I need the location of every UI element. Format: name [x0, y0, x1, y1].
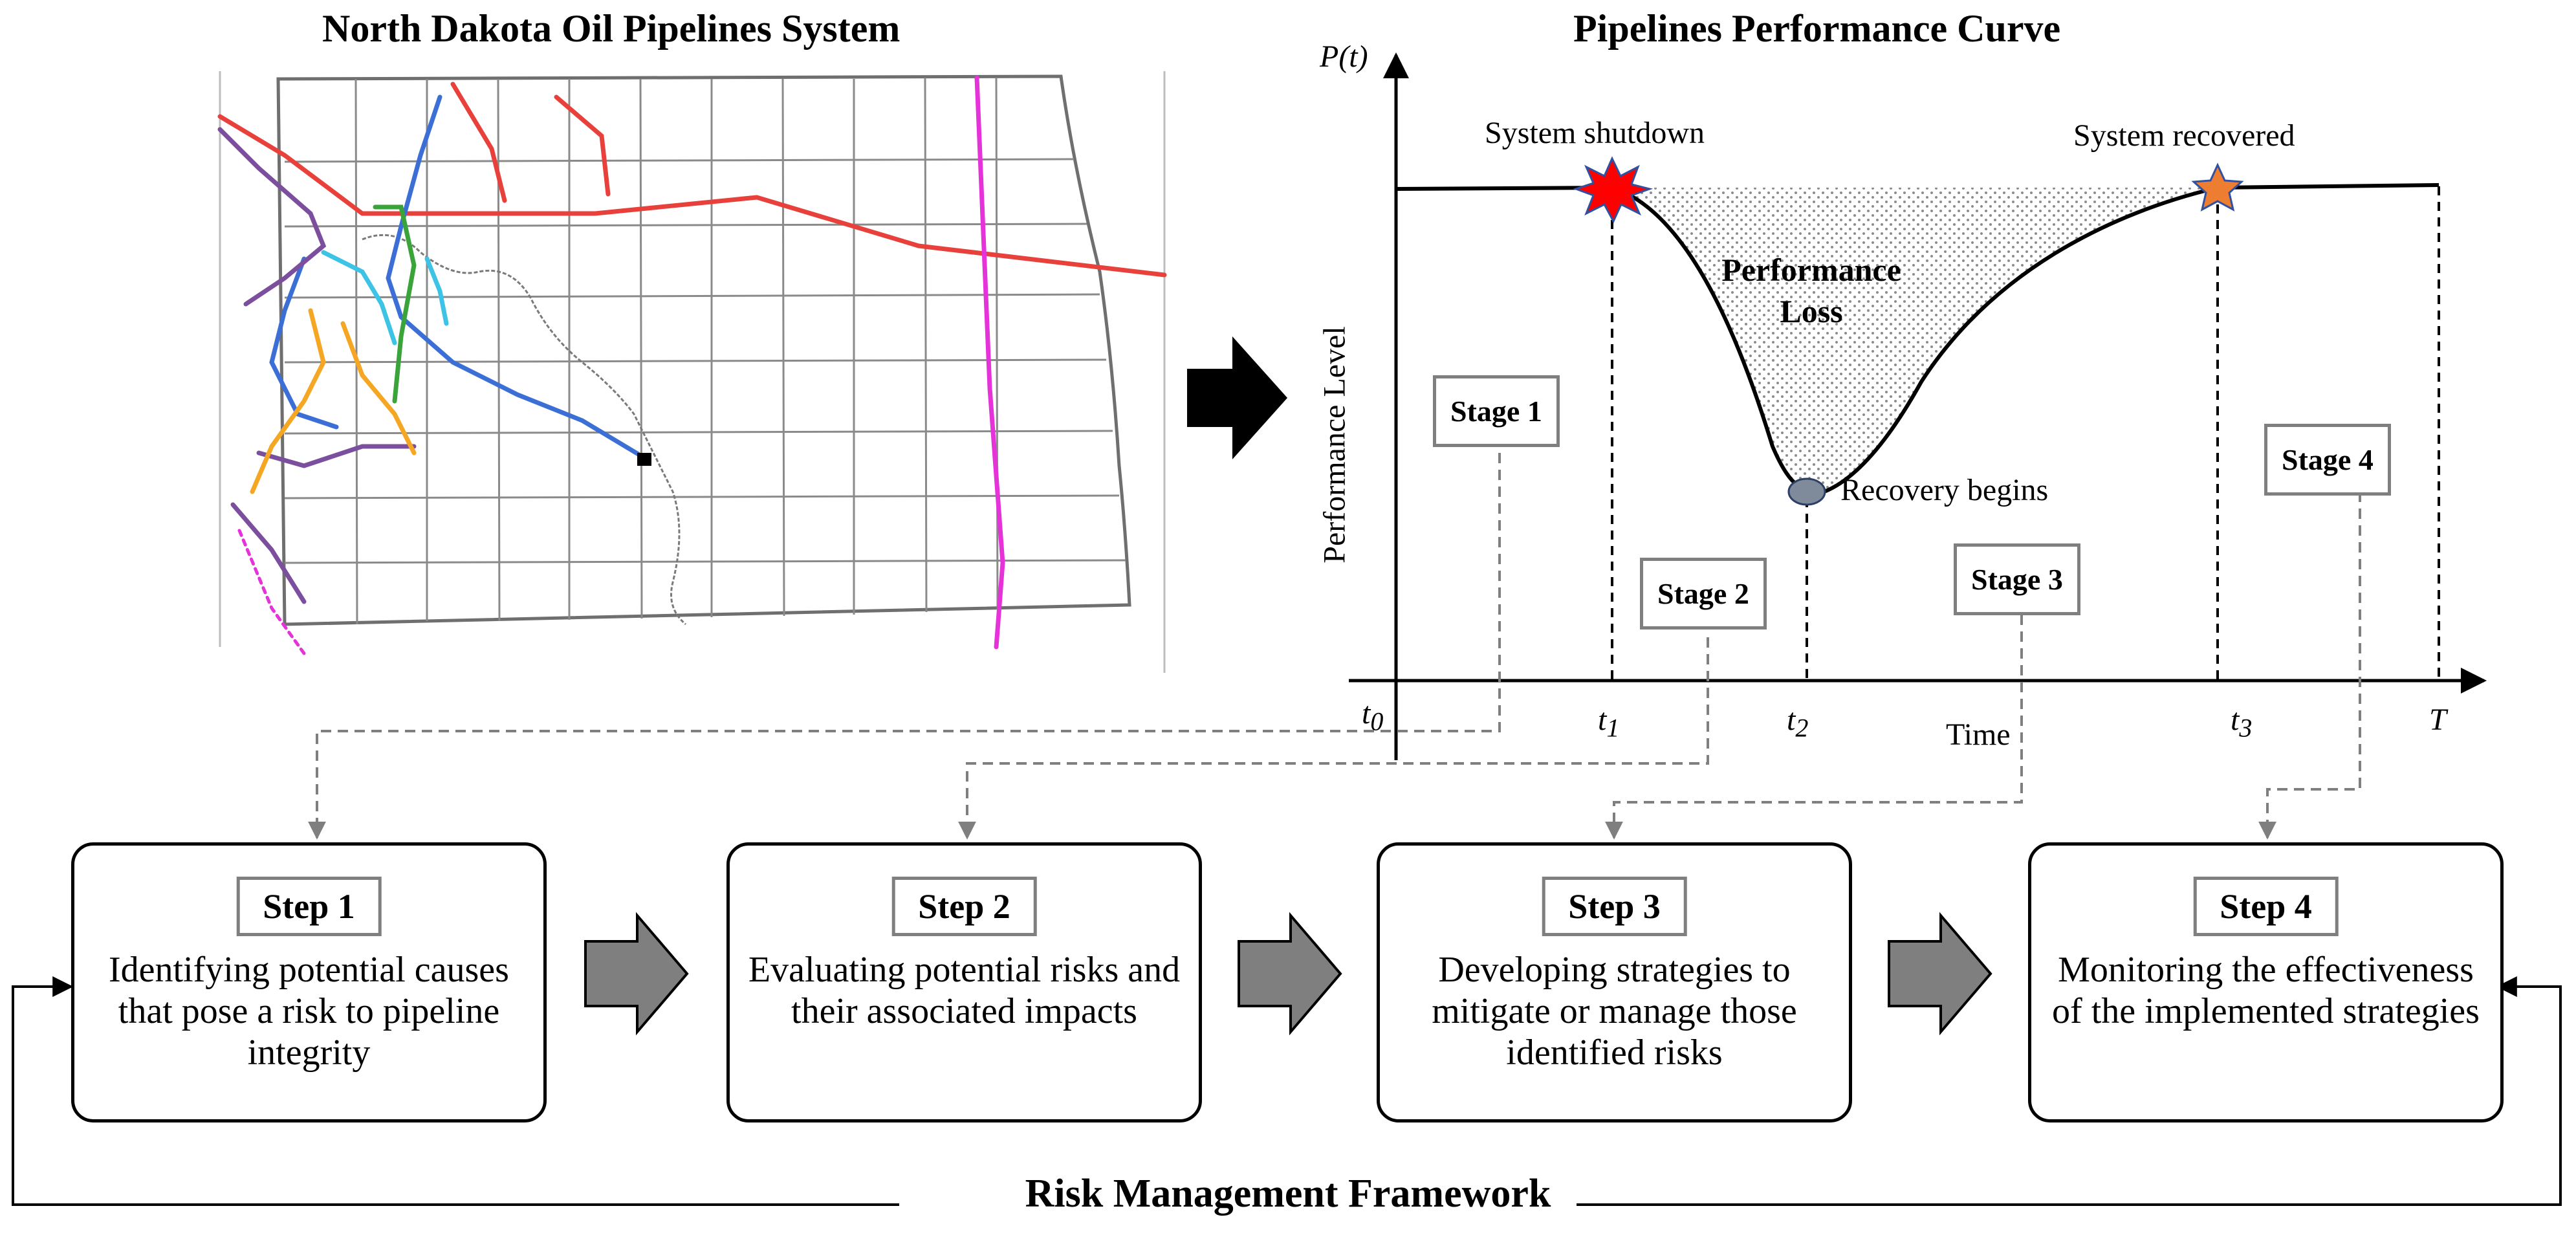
stage-2-box: Stage 2 [1640, 558, 1767, 629]
north-dakota-map [217, 71, 1167, 673]
framework-title-wrap: Risk Management Framework [0, 1171, 2576, 1217]
framework-title: Risk Management Framework [999, 1172, 1577, 1216]
framework-loop [12, 976, 2562, 1206]
pipeline-orange [250, 308, 326, 494]
pipeline-blue [386, 94, 649, 462]
shutdown-burst-icon [1573, 156, 1654, 224]
step3-to-step4-arrow [1888, 912, 1992, 1036]
step-2-description: Evaluating potential risks and their ass… [748, 950, 1181, 1031]
stage-1-box: Stage 1 [1433, 375, 1560, 447]
pipeline-purple-sw [230, 502, 307, 604]
performance-curve-chart [308, 52, 2487, 840]
tick-T: T [2429, 703, 2447, 737]
tick-t2: t2 [1787, 703, 1809, 743]
step-2-label: Step 2 [891, 877, 1037, 936]
curve-title: Pipelines Performance Curve [1573, 7, 2061, 50]
y-axis-label: Performance Level [1317, 326, 1352, 564]
terminal-marker [637, 453, 651, 466]
pipeline-green [373, 204, 417, 404]
step-1-label: Step 1 [236, 877, 382, 936]
recovered-annotation: System recovered [2073, 118, 2295, 153]
stage-4-box: Stage 4 [2264, 424, 2391, 496]
step-4-box: Step 4 Monitoring the effectiveness of t… [2028, 842, 2504, 1122]
pipeline-cyan [321, 250, 397, 345]
recovered-star-icon [2191, 162, 2244, 212]
tick-t1: t1 [1598, 703, 1620, 743]
pipeline-red [217, 114, 1167, 278]
step2-to-step3-arrow [1238, 912, 1342, 1036]
step-1-box: Step 1 Identifying potential causes that… [71, 842, 547, 1122]
map-title: North Dakota Oil Pipelines System [322, 7, 901, 50]
step-3-label: Step 3 [1542, 877, 1687, 936]
step1-to-step2-arrow [584, 912, 689, 1036]
pipeline-red-ne [554, 94, 611, 197]
shutdown-annotation: System shutdown [1485, 116, 1705, 150]
step-3-description: Developing strategies to mitigate or man… [1432, 950, 1797, 1073]
stage-leader-lines [308, 453, 2361, 840]
tick-t3: t3 [2231, 703, 2253, 743]
x-axis-label: Time [1946, 717, 2011, 752]
pipeline-purple [217, 127, 327, 307]
performance-loss-area [1612, 188, 2218, 492]
pipeline-orange-2 [340, 321, 417, 455]
step-4-description: Monitoring the effectiveness of the impl… [2052, 950, 2480, 1031]
recovery-begins-annotation: Recovery begins [1840, 473, 2049, 507]
pipeline-magenta [974, 75, 1005, 650]
tick-t0: t0 [1362, 696, 1384, 736]
y-axis-symbol: P(t) [1320, 39, 1368, 74]
step-flow-arrows [584, 912, 1992, 1036]
stage-3-box: Stage 3 [1954, 543, 2080, 615]
recovery-begins-dot [1787, 477, 1826, 506]
step-4-label: Step 4 [2193, 877, 2339, 936]
pipeline-cyan-2 [424, 256, 449, 326]
performance-loss-label: Performance Loss [1721, 252, 1901, 329]
pipeline-red-north [450, 82, 507, 203]
pipeline-purple-south [256, 444, 417, 468]
river [362, 234, 686, 626]
time-markers [1611, 186, 2440, 681]
map-to-curve-arrow [1187, 336, 1287, 459]
pipeline-blue-west [269, 256, 339, 430]
step-2-box: Step 2 Evaluating potential risks and th… [726, 842, 1202, 1122]
pipelines [217, 75, 1167, 655]
pipeline-magenta-dotted [237, 529, 306, 655]
step-3-box: Step 3 Developing strategies to mitigate… [1377, 842, 1852, 1122]
step-1-description: Identifying potential causes that pose a… [109, 950, 509, 1073]
performance-line [1395, 183, 2440, 494]
